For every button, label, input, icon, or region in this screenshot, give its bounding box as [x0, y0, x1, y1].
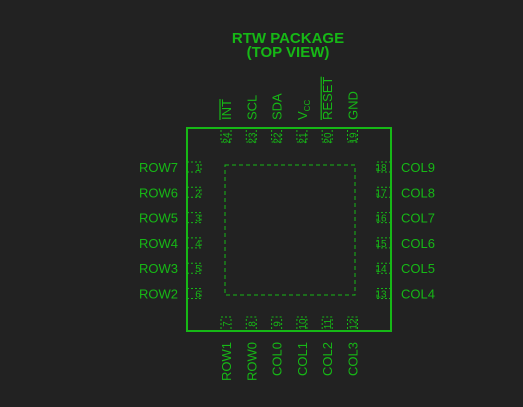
pin-label-col5: COL5 [401, 261, 435, 276]
pin-pad-20 [321, 127, 333, 143]
pin-pad-23 [245, 127, 257, 143]
pin-number: 19 [349, 132, 360, 144]
pin-pad-10 [296, 316, 308, 332]
pin-number: 22 [273, 132, 284, 144]
pin-pad-24 [220, 127, 232, 143]
pin-label-row3: ROW3 [139, 261, 178, 276]
pin-label-col8: COL8 [401, 185, 435, 200]
pin-number: 1 [195, 163, 201, 174]
pin-number: 2 [195, 188, 201, 199]
pin-label-col4: COL4 [401, 287, 435, 302]
pin-label-col1: COL1 [295, 342, 310, 376]
pin-pad-11 [321, 316, 333, 332]
pin-pad-22 [271, 127, 283, 143]
exposed-pad [224, 164, 356, 296]
pin-label-row6: ROW6 [139, 185, 178, 200]
pin-label-int: INT [219, 99, 234, 120]
pin-number: 6 [195, 290, 201, 301]
pin-pad-7 [220, 316, 232, 332]
pin-label-row1: ROW1 [219, 342, 234, 381]
pin-label-row7: ROW7 [139, 160, 178, 175]
pin-label-col6: COL6 [401, 236, 435, 251]
pin-number: 24 [222, 132, 233, 144]
pin-number: 23 [247, 132, 258, 144]
pin-number: 12 [349, 318, 360, 330]
pin-label-reset: RESET [320, 77, 335, 120]
pin-number: 18 [375, 163, 387, 174]
pin-label-scl: SCL [244, 95, 259, 120]
pin-label-row4: ROW4 [139, 236, 178, 251]
pin-label-col2: COL2 [320, 342, 335, 376]
pin-number: 16 [375, 214, 387, 225]
pin-number: 3 [195, 214, 201, 225]
pin-number: 20 [323, 132, 334, 144]
package-outline [186, 127, 392, 332]
pin-number: 14 [375, 264, 387, 275]
package-subtitle: (TOP VIEW) [247, 44, 330, 61]
pin-label-col3: COL3 [346, 342, 361, 376]
pin-label-vcc: VCC [295, 100, 312, 120]
pin-label-col7: COL7 [401, 211, 435, 226]
pin-number: 15 [375, 239, 387, 250]
pin-label-row5: ROW5 [139, 211, 178, 226]
pin-number: 4 [195, 239, 201, 250]
pin-number: 8 [247, 321, 258, 327]
pin-pad-21 [296, 127, 308, 143]
pin-label-col0: COL0 [270, 342, 285, 376]
pin-number: 7 [222, 321, 233, 327]
pin-label-col9: COL9 [401, 160, 435, 175]
pin-number: 5 [195, 264, 201, 275]
pin-number: 11 [323, 318, 334, 329]
pin-pad-8 [245, 316, 257, 332]
package-title: RTW PACKAGE [232, 30, 344, 47]
pin-pad-9 [271, 316, 283, 332]
pin-label-row0: ROW0 [244, 342, 259, 381]
pin-pad-19 [347, 127, 358, 143]
pin-number: 9 [273, 321, 284, 327]
pin-pad-12 [347, 316, 358, 332]
pin-number: 10 [298, 318, 309, 330]
pin-label-sda: SDA [270, 93, 285, 120]
pin-label-gnd: GND [346, 91, 361, 120]
pin-number: 17 [375, 188, 387, 199]
pin-number: 21 [298, 132, 309, 144]
pin-number: 13 [375, 290, 387, 301]
pin-label-row2: ROW2 [139, 287, 178, 302]
